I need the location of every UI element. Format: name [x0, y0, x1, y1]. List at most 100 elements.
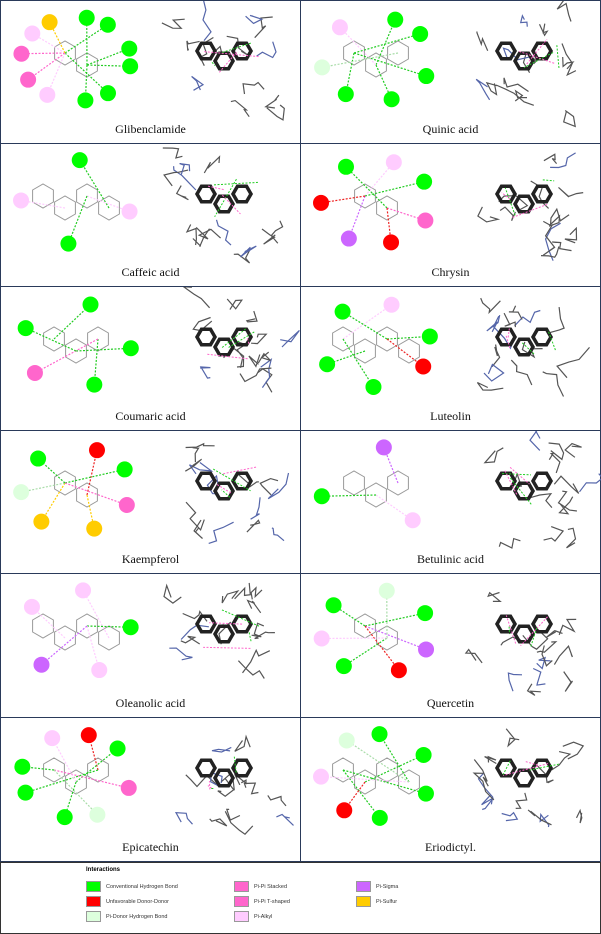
residue-alkyl — [24, 25, 41, 42]
interaction-line — [353, 33, 421, 54]
legend-item-donor: Pi-Donor Hydrogen Bond — [86, 911, 167, 922]
legend-item-tshaped: Pi-Pi T-shaped — [234, 896, 290, 907]
residue-hb — [371, 726, 388, 743]
legend-item-hb: Conventional Hydrogen Bond — [86, 881, 178, 892]
ligand-3d-view — [483, 430, 601, 549]
interaction-line — [64, 24, 109, 54]
compound-name: Luteolin — [430, 408, 471, 423]
interaction-line — [345, 165, 388, 209]
interaction-line — [364, 625, 427, 651]
ligand-2d — [17, 296, 139, 393]
compound-name: Oleanolic acid — [115, 695, 186, 710]
ligand-2d — [313, 726, 434, 826]
residue-alkyl — [313, 630, 330, 647]
ligand-2d — [314, 11, 435, 108]
interaction-line — [86, 195, 130, 212]
panel-epicatechin: Epicatechin — [0, 717, 301, 862]
interaction-line — [46, 52, 66, 96]
legend-title: Interactions — [86, 867, 121, 873]
legend-label: Unfavorable Donor-Donor — [106, 898, 169, 905]
interaction-line — [386, 338, 424, 368]
legend-swatch — [356, 896, 371, 907]
legend-label: Pi-Sulfur — [376, 898, 398, 905]
legend-label: Conventional Hydrogen Bond — [106, 883, 178, 890]
panel-quercetin: Quercetin — [301, 574, 601, 718]
panel-eriodictyl: Eriodictyl. — [301, 717, 601, 862]
residue-stack — [417, 212, 434, 229]
interaction-diagram — [313, 583, 577, 697]
residue-donor — [89, 806, 106, 823]
compound-name: Chrysin — [431, 265, 470, 280]
panel-kaempferol: Kaempferol — [0, 430, 301, 575]
legend-label: Pi-Alkyl — [254, 913, 273, 920]
compound-name: Caffeic acid — [121, 265, 180, 280]
residue-hb — [415, 746, 432, 763]
residue-sulfur — [33, 513, 50, 530]
interaction-line — [86, 48, 130, 66]
residue-alkyl — [313, 768, 330, 785]
residue-alkyl — [121, 203, 138, 220]
interaction-line — [53, 769, 98, 816]
legend-swatch — [356, 881, 371, 892]
residue-hb — [416, 173, 433, 190]
residue-hb — [60, 235, 77, 252]
interaction-line — [64, 781, 77, 818]
residue-hb — [365, 379, 382, 396]
ligand-3d-view — [184, 442, 290, 544]
interaction-diagram — [13, 1, 285, 121]
residue-stack — [118, 496, 135, 513]
interaction-diagram — [23, 582, 275, 680]
interaction-line — [37, 457, 66, 484]
residue-hb — [116, 461, 133, 478]
interaction-line — [375, 19, 396, 66]
interaction-line — [364, 626, 400, 671]
residue-donor — [338, 732, 355, 749]
legend-item-stack: Pi-Pi Stacked — [234, 881, 287, 892]
ligand-3d-view — [475, 1, 577, 128]
residue-alkyl — [39, 86, 56, 103]
interaction-line — [51, 737, 77, 783]
residue-unfav — [88, 441, 105, 458]
interaction-line — [93, 339, 99, 385]
residue-unfav — [313, 194, 330, 211]
residue-hb — [30, 450, 47, 467]
interaction-line — [31, 606, 66, 639]
residue-alkyl — [383, 296, 400, 313]
legend-swatch — [234, 896, 249, 907]
residue-hb — [412, 25, 429, 42]
ligand-3d-view — [464, 592, 577, 697]
interaction-line — [64, 468, 125, 484]
interaction-line — [67, 195, 88, 244]
residue-stack — [120, 779, 137, 796]
panel-quinic-acid: Quinic acid — [301, 0, 601, 144]
residue-hb — [100, 85, 117, 102]
residue-alkyl — [75, 582, 92, 599]
interaction-line — [75, 347, 131, 352]
interaction-line — [343, 637, 388, 667]
residue-stack — [26, 365, 43, 382]
interaction-line — [348, 195, 366, 239]
legend-swatch — [86, 896, 101, 907]
residue-hb — [56, 809, 73, 826]
legend-swatch — [86, 911, 101, 922]
residue-hb — [383, 91, 400, 108]
residue-hb — [319, 356, 336, 373]
residue-alkyl — [44, 730, 61, 747]
residue-hb — [99, 16, 116, 33]
compound-name: Kaempferol — [121, 552, 180, 567]
residue-alkyl — [331, 19, 348, 36]
residue-sulfur — [86, 520, 103, 537]
residue-alkyl — [13, 192, 30, 209]
interaction-diagram — [313, 151, 584, 261]
interaction-line — [333, 605, 366, 627]
interaction-line — [321, 637, 388, 640]
panel-glibenclamide: Glibenclamide — [0, 0, 301, 144]
residue-hb — [335, 658, 352, 675]
ligand-3d-view — [161, 1, 285, 121]
residue-hb — [86, 376, 103, 393]
interaction-line — [88, 734, 99, 771]
residue-hb — [334, 303, 351, 320]
residue-hb — [121, 40, 138, 57]
panel-coumaric-acid: Coumaric acid — [0, 287, 301, 431]
